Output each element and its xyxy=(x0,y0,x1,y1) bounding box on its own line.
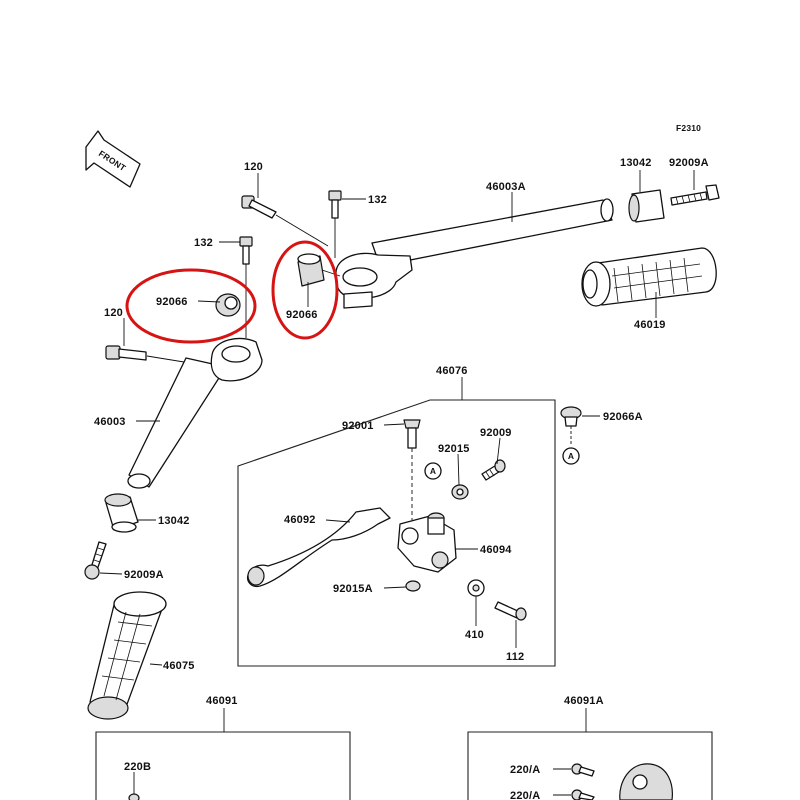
label-120-top: 120 xyxy=(244,161,263,173)
label-220A-1: 220/A xyxy=(510,764,540,776)
label-92066-mid: 92066 xyxy=(286,309,318,321)
bolt-132-top-icon xyxy=(328,190,342,258)
nut-92015A-icon xyxy=(405,580,421,592)
reference-mark-a-1: A xyxy=(424,462,442,480)
screw-220A-2-icon xyxy=(571,789,595,800)
bolt-112-icon xyxy=(494,601,527,621)
grip-46019-icon xyxy=(581,247,717,307)
label-92009A-left: 92009A xyxy=(124,569,164,581)
nut-92015-icon xyxy=(451,484,469,500)
reference-mark-a-2: A xyxy=(562,447,580,465)
cap-92066A-icon xyxy=(560,406,582,444)
switch-box-46091A xyxy=(467,731,713,800)
label-410: 410 xyxy=(465,629,484,641)
label-132-top: 132 xyxy=(368,194,387,206)
right-handlebar xyxy=(335,198,614,309)
label-46075: 46075 xyxy=(163,660,195,672)
left-handlebar xyxy=(127,337,263,489)
lever-holder-46094-icon xyxy=(397,512,457,573)
screw-220B-icon xyxy=(128,772,140,800)
label-46094: 46094 xyxy=(480,544,512,556)
label-112: 112 xyxy=(506,651,524,663)
label-46019: 46019 xyxy=(634,319,666,331)
label-92066A: 92066A xyxy=(603,411,643,423)
lever-46092-icon xyxy=(246,507,391,588)
label-220A-2: 220/A xyxy=(510,790,540,800)
label-220B: 220B xyxy=(124,761,151,773)
switch-box-46091 xyxy=(95,731,351,800)
svg-text:A: A xyxy=(568,451,574,461)
label-46003: 46003 xyxy=(94,416,126,428)
label-46076: 46076 xyxy=(436,365,468,377)
svg-text:A: A xyxy=(430,466,436,476)
washer-410-icon xyxy=(467,579,485,597)
highlight-ring-mid xyxy=(271,240,339,340)
label-46091: 46091 xyxy=(206,695,238,707)
label-46091A: 46091A xyxy=(564,695,604,707)
label-92001: 92001 xyxy=(342,420,374,432)
screw-220A-1-icon xyxy=(571,763,595,777)
end-cap-92066-mid-icon xyxy=(297,253,341,287)
label-92009A-right: 92009A xyxy=(669,157,709,169)
label-92066-left: 92066 xyxy=(156,296,188,308)
label-92015A: 92015A xyxy=(333,583,373,595)
label-46003A: 46003A xyxy=(486,181,526,193)
lever-assembly-box xyxy=(237,399,556,667)
switch-housing-46091A-icon xyxy=(619,763,673,800)
screw-92009-icon xyxy=(481,459,506,481)
pivot-bolt-92001-icon xyxy=(403,419,421,520)
label-13042-right: 13042 xyxy=(620,157,652,169)
bolt-92009A-left-icon xyxy=(84,541,107,580)
bolt-92009A-right-icon xyxy=(670,184,720,206)
grip-46075-icon xyxy=(87,591,167,720)
collar-13042-right-icon xyxy=(628,189,665,223)
label-132-left: 132 xyxy=(194,237,213,249)
label-46092: 46092 xyxy=(284,514,316,526)
end-cap-92066-left-icon xyxy=(215,293,241,317)
label-92009: 92009 xyxy=(480,427,512,439)
front-arrow-icon: FRONT xyxy=(85,130,141,188)
bolt-120-top-icon xyxy=(241,195,329,247)
label-92015: 92015 xyxy=(438,443,470,455)
highlight-ring-left xyxy=(125,268,257,344)
bolt-120-left-icon xyxy=(105,345,185,363)
label-120-left: 120 xyxy=(104,307,123,319)
figure-code: F2310 xyxy=(676,123,701,133)
label-13042-left: 13042 xyxy=(158,515,190,527)
collar-13042-left-icon xyxy=(104,493,139,533)
